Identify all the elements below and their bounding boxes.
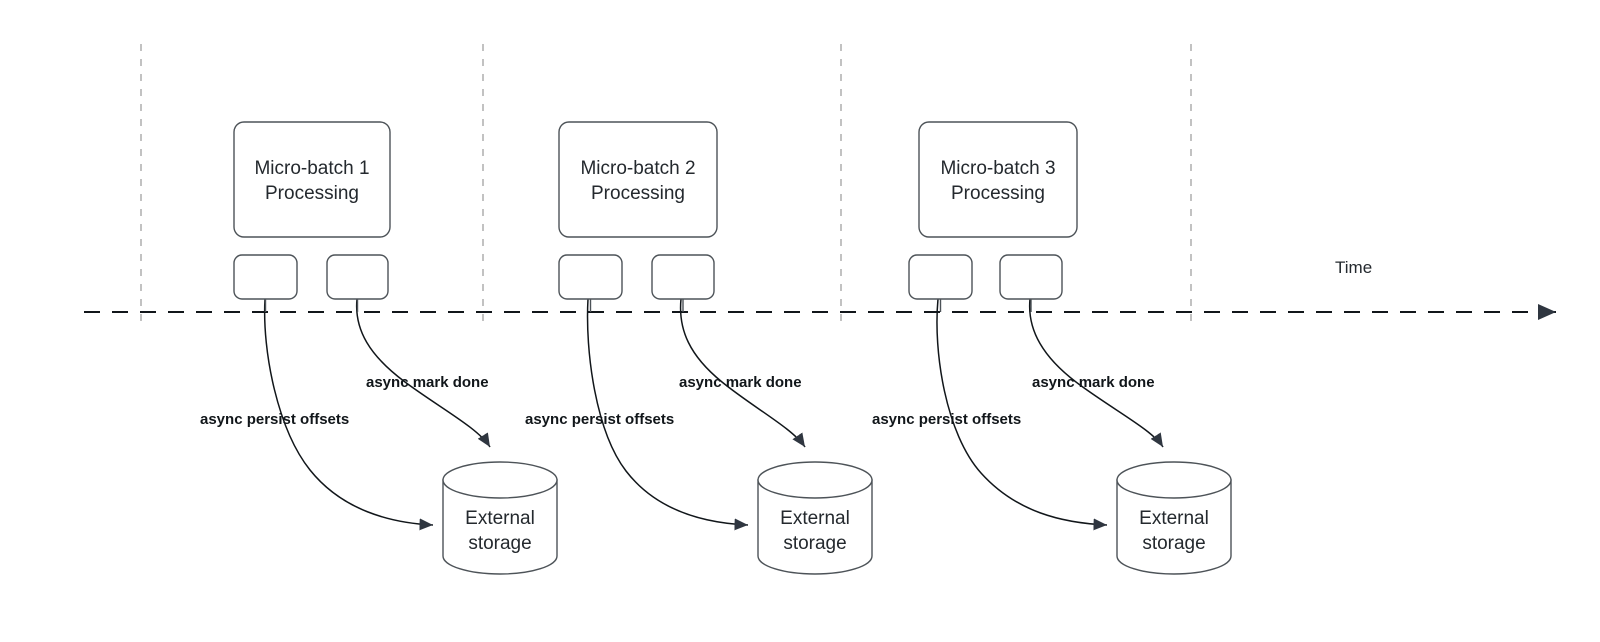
async-mark-done-label-2: async mark done bbox=[679, 374, 802, 391]
micro-batch-1-mark-done-task[interactable] bbox=[326, 254, 389, 300]
external-storage-1-body[interactable] bbox=[442, 479, 558, 575]
async-persist-offsets-label-3: async persist offsets bbox=[872, 411, 1021, 428]
external-storage-1-label-line1: External bbox=[465, 508, 535, 529]
external-storage-3-top bbox=[1116, 461, 1232, 499]
external-storage-2-top bbox=[757, 461, 873, 499]
async-mark-done-label-1: async mark done bbox=[366, 374, 489, 391]
persist-offsets-edge-1 bbox=[263, 298, 434, 531]
micro-batch-3-label-line1: Micro-batch 3 bbox=[940, 158, 1055, 179]
micro-batch-3-persist-offsets-task[interactable] bbox=[908, 254, 973, 300]
micro-batch-1-box[interactable] bbox=[233, 121, 391, 238]
async-persist-offsets-label-2: async persist offsets bbox=[525, 411, 674, 428]
micro-batch-1-persist-offsets-task[interactable] bbox=[233, 254, 298, 300]
persist-offsets-edge-3 bbox=[936, 298, 1108, 531]
micro-batch-3-mark-done-task[interactable] bbox=[999, 254, 1063, 300]
external-storage-3-body[interactable] bbox=[1116, 479, 1232, 575]
micro-batch-2-mark-done-task[interactable] bbox=[651, 254, 715, 300]
external-storage-2-body[interactable] bbox=[757, 479, 873, 575]
micro-batch-2-persist-offsets-task[interactable] bbox=[558, 254, 623, 300]
persist-offsets-edge-2 bbox=[586, 298, 749, 531]
async-mark-done-label-3: async mark done bbox=[1032, 374, 1155, 391]
micro-batch-1-label-line2: Processing bbox=[265, 183, 359, 204]
external-storage-3-label-line2: storage bbox=[1142, 533, 1205, 554]
time-axis: Time bbox=[84, 258, 1556, 320]
mark-done-edge-3 bbox=[1028, 298, 1164, 448]
async-persist-offsets-label-1: async persist offsets bbox=[200, 411, 349, 428]
time-axis-label: Time bbox=[1335, 258, 1372, 277]
external-storage-1-label-line2: storage bbox=[468, 533, 531, 554]
mark-done-edge-1 bbox=[355, 298, 491, 448]
micro-batch-2-box[interactable] bbox=[558, 121, 718, 238]
batch-boundary-lines bbox=[140, 44, 1192, 322]
external-storage-2-label-line2: storage bbox=[783, 533, 846, 554]
external-storage-2-label-line1: External bbox=[780, 508, 850, 529]
micro-batch-3-box[interactable] bbox=[918, 121, 1078, 238]
micro-batch-2-label-line1: Micro-batch 2 bbox=[580, 158, 695, 179]
micro-batch-3-label-line2: Processing bbox=[951, 183, 1045, 204]
micro-batch-2-label-line2: Processing bbox=[591, 183, 685, 204]
external-storage-3-label-line1: External bbox=[1139, 508, 1209, 529]
mark-done-edge-2 bbox=[679, 298, 806, 448]
micro-batch-1-label-line1: Micro-batch 1 bbox=[254, 158, 369, 179]
external-storage-1-top bbox=[442, 461, 558, 499]
